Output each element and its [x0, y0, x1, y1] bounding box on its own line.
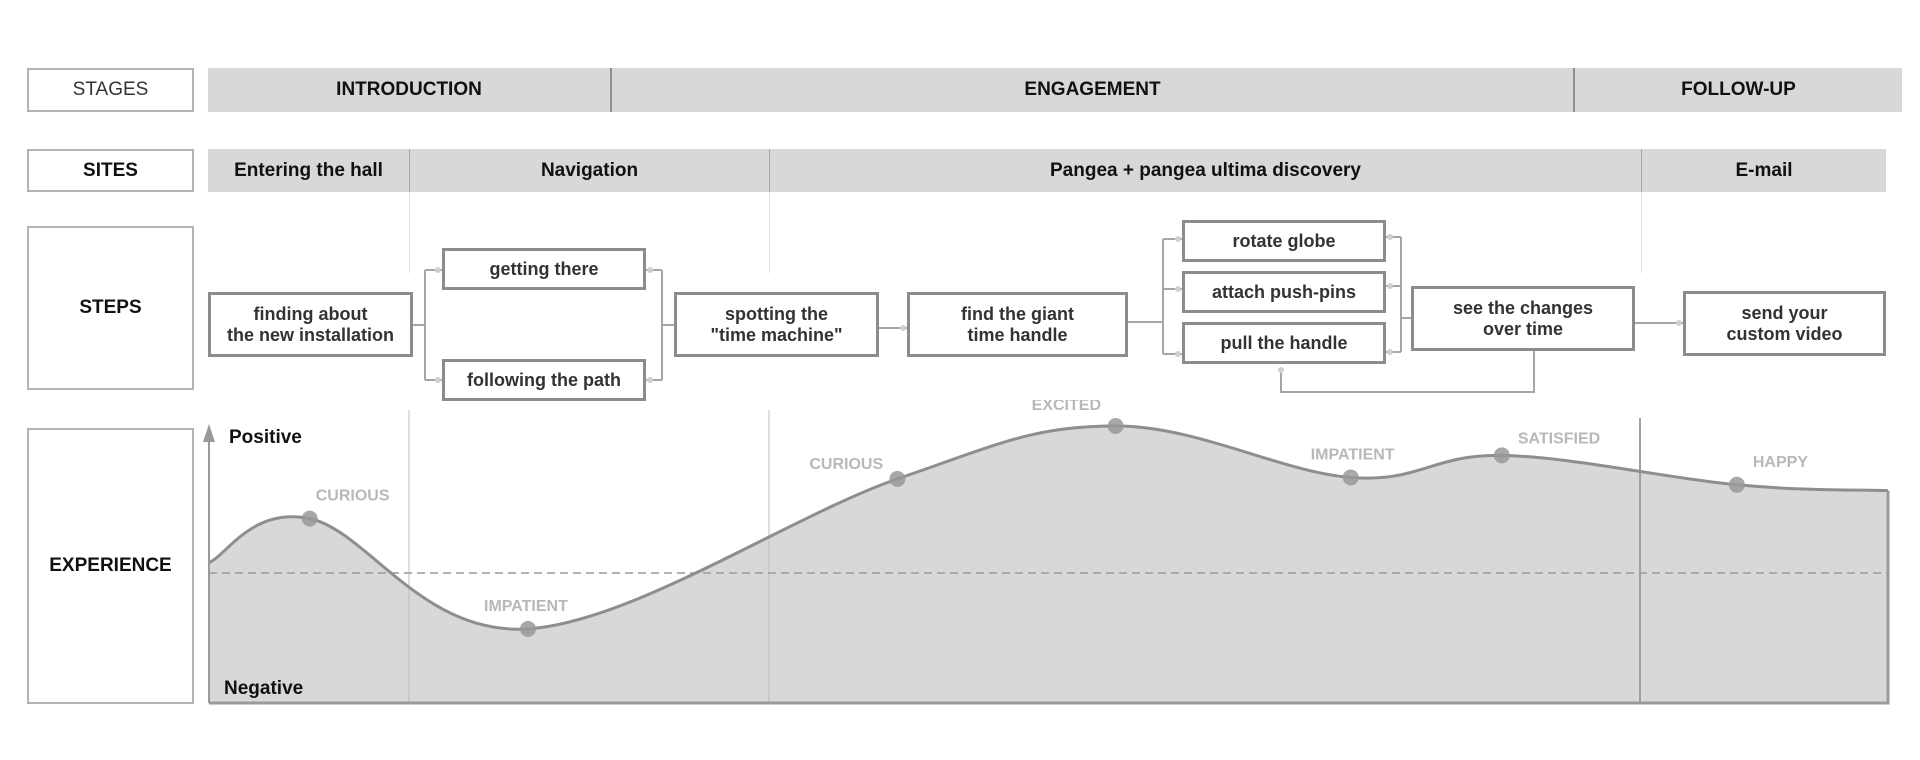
axis-positive-label: Positive [229, 427, 302, 448]
step-connectors [413, 234, 1683, 393]
emotion-point [1107, 418, 1124, 434]
site-divider [1641, 192, 1642, 273]
emotion-label: IMPATIENT [484, 598, 568, 615]
emotion-label: EXCITED [1032, 400, 1101, 414]
step-pull-the-handle: pull the handle [1182, 322, 1386, 364]
experience-chart: Positive Negative CURIOUS IMPATIENT CURIOU… [203, 400, 1890, 705]
emotion-label: CURIOUS [316, 488, 390, 505]
emotion-point [1342, 469, 1359, 486]
emotion-point [1493, 447, 1510, 464]
stage-follow-up: FOLLOW-UP [1573, 68, 1902, 112]
steps-row-label: STEPS [27, 226, 194, 390]
experience-area [209, 425, 1888, 703]
step-attach-push-pins: attach push-pins [1182, 271, 1386, 313]
site-pangea-discovery: Pangea + pangea ultima discovery [769, 149, 1641, 192]
emotion-point [1728, 476, 1745, 493]
step-see-changes-over-time: see the changes over time [1411, 286, 1635, 351]
site-divider [409, 192, 410, 273]
site-navigation: Navigation [409, 149, 769, 192]
stage-engagement: ENGAGEMENT [610, 68, 1573, 112]
emotion-point [301, 510, 318, 527]
site-divider [769, 192, 770, 273]
chart-frame [209, 490, 1890, 705]
y-axis-arrow-icon [203, 424, 215, 442]
site-entering-the-hall: Entering the hall [234, 159, 383, 181]
step-find-giant-time-handle: find the giant time handle [907, 292, 1128, 357]
emotion-label: HAPPY [1753, 454, 1808, 471]
step-getting-there: getting there [442, 248, 646, 290]
experience-row-label: EXPERIENCE [27, 428, 194, 704]
stages-bar: INTRODUCTION ENGAGEMENT FOLLOW-UP [208, 68, 1902, 112]
sites-bar: Entering the hall Navigation Pangea + pa… [208, 149, 1886, 192]
site-e-mail: E-mail [1641, 149, 1886, 192]
experience-curve [208, 424, 1889, 631]
emotion-point [889, 470, 906, 487]
emotion-label: SATISFIED [1518, 430, 1600, 447]
stage-introduction: INTRODUCTION [336, 79, 482, 100]
step-send-custom-video: send your custom video [1683, 291, 1886, 356]
step-rotate-globe: rotate globe [1182, 220, 1386, 262]
step-finding-about-installation: finding about the new installation [208, 292, 413, 357]
emotion-label: IMPATIENT [1311, 446, 1395, 463]
step-following-the-path: following the path [442, 359, 646, 401]
emotion-label: CURIOUS [809, 456, 883, 473]
emotion-point [520, 620, 537, 637]
sites-row-label: SITES [27, 149, 194, 192]
axis-negative-label: Negative [224, 678, 303, 699]
step-spotting-time-machine: spotting the "time machine" [674, 292, 879, 357]
stages-row-label: STAGES [27, 68, 194, 112]
